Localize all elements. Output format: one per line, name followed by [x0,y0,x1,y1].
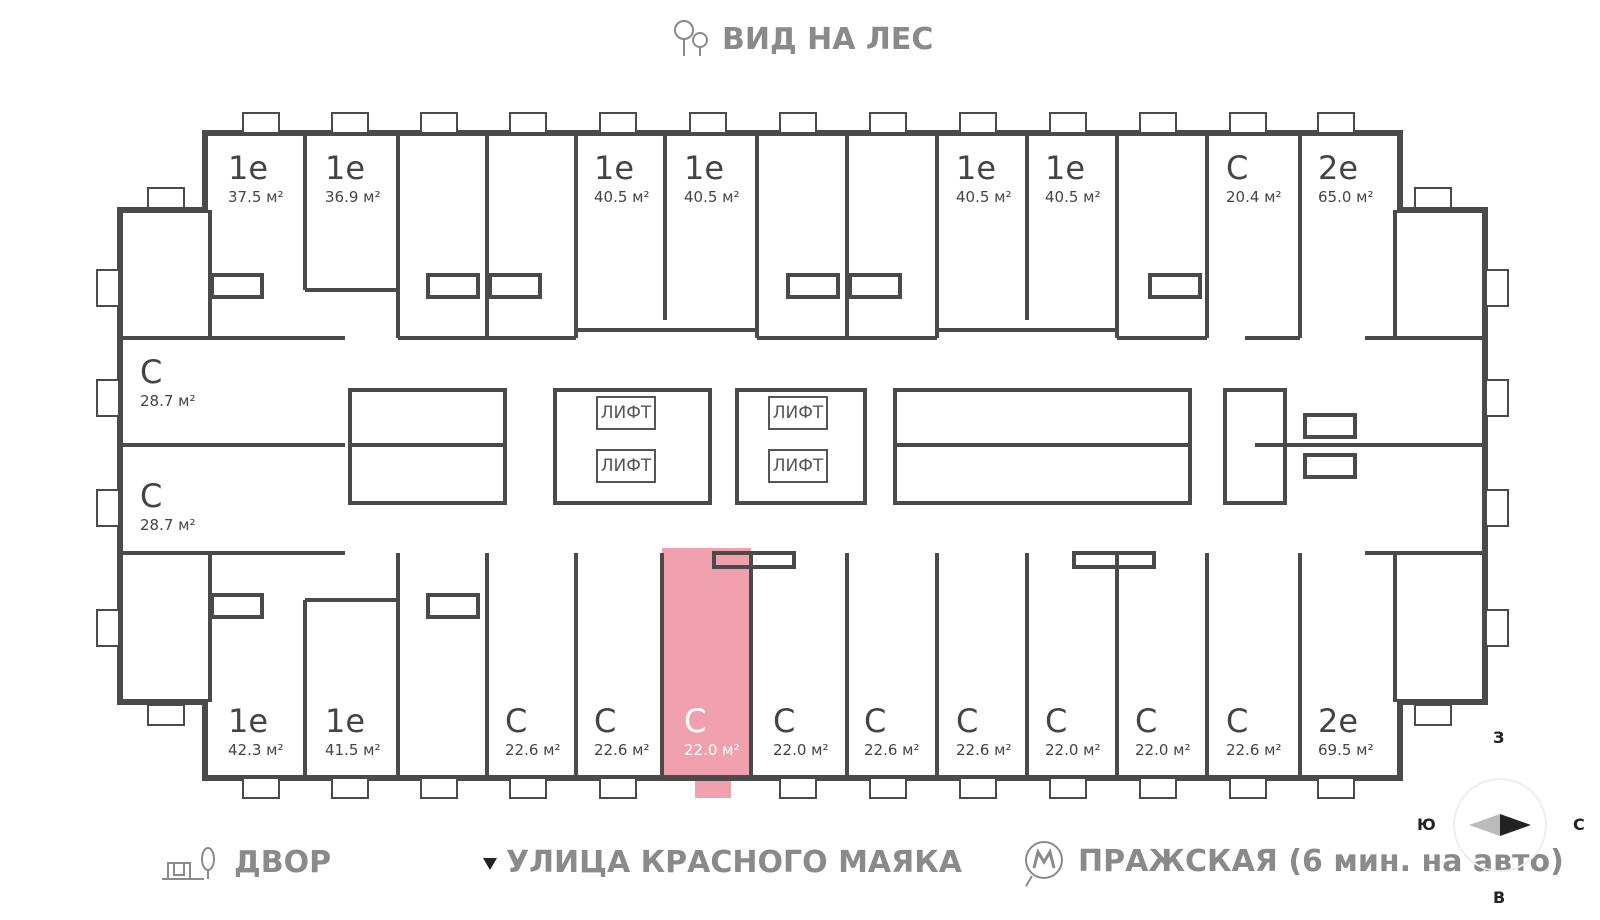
street-label: УЛИЦА КРАСНОГО МАЯКА [482,845,962,885]
unit-type: С [864,702,887,740]
compass-south: В [1493,888,1506,907]
triangle-down-icon [483,858,497,870]
playground-icon [162,847,215,880]
unit-type: 1е [594,149,635,187]
unit-type: 1е [228,149,269,187]
trees-icon [674,20,708,56]
unit-type: С [1226,149,1249,187]
top-view-text: ВИД НА ЛЕС [722,22,934,57]
unit-area: 69.5 м² [1318,741,1374,759]
unit-area: 28.7 м² [140,516,196,534]
windows-bottom [242,777,1355,799]
lift-label: ЛИФТ [596,396,656,430]
unit-type: С [1135,702,1158,740]
unit-type: С [1226,702,1249,740]
metro-text: ПРАЖСКАЯ (6 мин. на авто) [1078,844,1564,879]
unit-type: 1е [684,149,725,187]
unit-area: 22.0 м² [1135,741,1191,759]
unit-area: 36.9 м² [325,188,381,206]
compass-rose-icon [1453,778,1547,872]
highlighted-unit-window [695,778,731,798]
unit-area: 22.6 м² [1226,741,1282,759]
unit-area: 22.0 м² [773,741,829,759]
unit-type: 1е [956,149,997,187]
unit-area: 42.3 м² [228,741,284,759]
unit-type: С [773,702,796,740]
unit-area: 41.5 м² [325,741,381,759]
lift-label: ЛИФТ [596,449,656,483]
compass-east: С [1573,815,1585,834]
unit-area: 20.4 м² [1226,188,1282,206]
windows-top [147,112,1452,726]
unit-area: 28.7 м² [140,392,196,410]
yard-text: ДВОР [234,845,332,880]
unit-type: С [140,353,163,391]
unit-type: С [1045,702,1068,740]
unit-type: 1е [1045,149,1086,187]
street-text: УЛИЦА КРАСНОГО МАЯКА [506,845,962,880]
compass-west: Ю [1417,815,1436,834]
unit-area: 65.0 м² [1318,188,1374,206]
unit-type: 1е [325,702,366,740]
interior-walls [120,133,1485,778]
unit-type: 2е [1318,702,1359,740]
unit-area: 22.6 м² [505,741,561,759]
unit-type: 2е [1318,149,1359,187]
lift-label: ЛИФТ [768,396,828,430]
windows-side [96,269,1509,647]
unit-type: 1е [228,702,269,740]
yard-label: ДВОР [160,845,340,885]
unit-area: 37.5 м² [228,188,284,206]
unit-type: 1е [325,149,366,187]
unit-area: 40.5 м² [684,188,740,206]
unit-area: 22.6 м² [956,741,1012,759]
unit-type: С [684,702,707,740]
unit-type: С [956,702,979,740]
unit-area: 22.0 м² [1045,741,1101,759]
unit-type: С [594,702,617,740]
unit-type: С [140,477,163,515]
highlighted-unit-fill [662,548,751,778]
outer-walls [117,130,1488,781]
metro-icon [1025,841,1063,887]
unit-area: 40.5 м² [594,188,650,206]
unit-type: С [505,702,528,740]
compass: З В Ю С [1417,728,1585,907]
metro-label: ПРАЖСКАЯ (6 мин. на авто) [1022,840,1564,890]
unit-area: 40.5 м² [956,188,1012,206]
unit-area: 22.6 м² [864,741,920,759]
unit-area: 22.6 м² [594,741,650,759]
lift-label: ЛИФТ [768,449,828,483]
unit-area: 40.5 м² [1045,188,1101,206]
compass-north: З [1493,728,1505,747]
unit-area: 22.0 м² [684,741,740,759]
